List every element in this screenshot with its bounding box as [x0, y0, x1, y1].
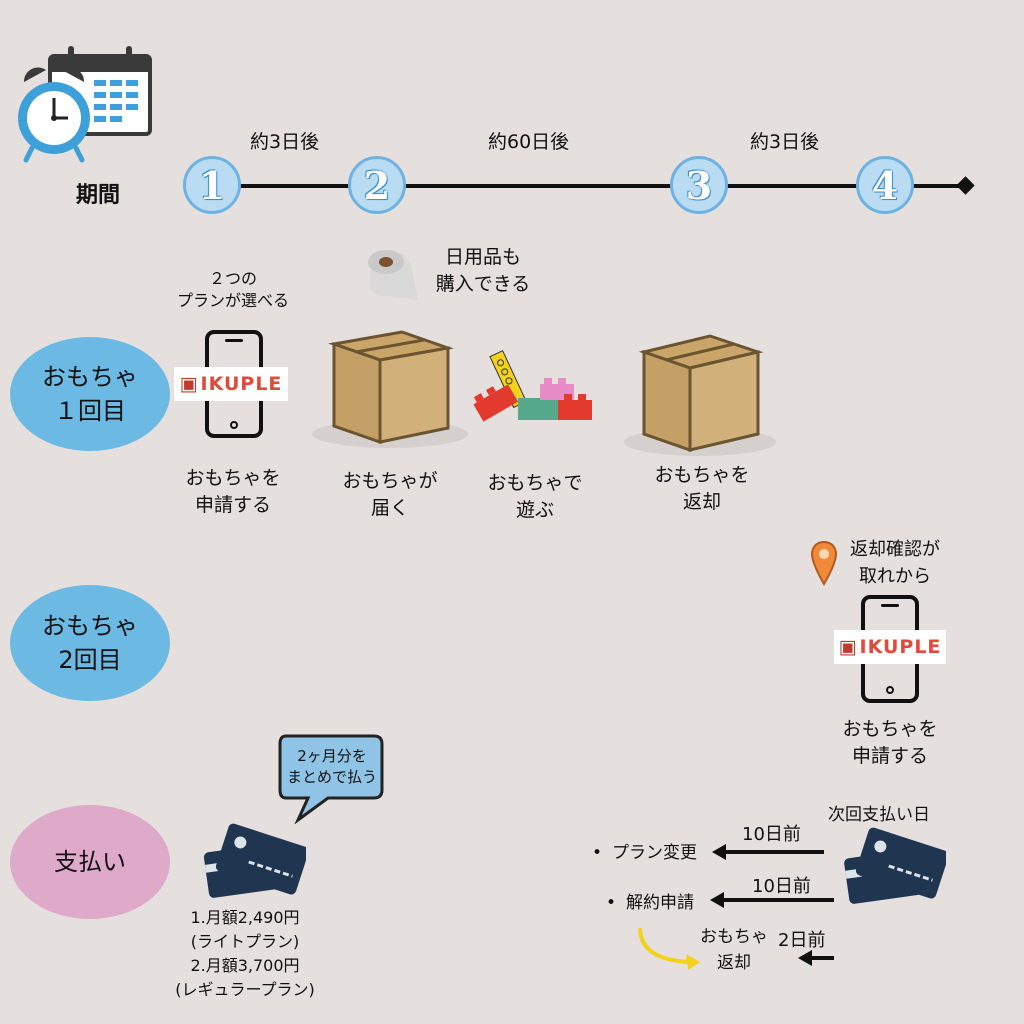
deadline-days: 10日前 — [742, 824, 801, 845]
deadline-plan-change: プラン変更 — [592, 838, 697, 863]
step-1-marker: 1 — [183, 156, 241, 214]
deadline-days: 2日前 — [778, 930, 826, 951]
curved-arrow-icon — [638, 928, 700, 970]
toy-round-2-oval: おもちゃ 2回目 — [10, 585, 170, 701]
toy-round-1-oval: おもちゃ １回目 — [10, 337, 170, 451]
daily-goods-note: 日用品も 購入できる — [435, 246, 531, 295]
logo-mark-icon: ▣ — [838, 636, 858, 658]
payment-bubble-text: 2ヶ月分を まとめで払う — [286, 747, 377, 786]
calendar-clock-icon — [18, 46, 152, 163]
next-payment-day-label: 次回支払い日 — [828, 805, 930, 825]
arrow-left-icon — [798, 950, 834, 966]
step-return-label: おもちゃを 返却 — [654, 464, 750, 513]
credit-card-icon — [203, 823, 306, 898]
step-2-marker: 2 — [348, 156, 406, 214]
return-confirm-note: 返却確認が 取れから — [850, 539, 940, 587]
interval-label: 約3日後 — [250, 131, 320, 153]
step-4-marker: 4 — [856, 156, 914, 214]
step-arrive-label: おもちゃが 届く — [342, 470, 438, 519]
toilet-paper-icon — [368, 250, 418, 300]
step-3-marker: 3 — [670, 156, 728, 214]
ikuple-logo: ▣IKUPLE — [174, 367, 288, 401]
arrow-left-icon — [710, 892, 834, 908]
cardboard-box-icon — [312, 330, 468, 448]
interval-label: 約3日後 — [750, 131, 820, 153]
arrow-left-icon — [712, 844, 824, 860]
payment-oval: 支払い — [10, 805, 170, 919]
step-apply-label: おもちゃを 申請する — [185, 467, 281, 516]
timeline-line — [210, 176, 975, 195]
round2-apply-label: おもちゃを 申請する — [842, 718, 938, 767]
deadline-days: 10日前 — [752, 876, 811, 897]
price-list: 1.月額2,490円 (ライトプラン) 2.月額3,700円 (レギュラープラン… — [175, 908, 315, 999]
deadline-toy-return: おもちゃ 返却 — [700, 927, 768, 973]
speech-bubble — [278, 734, 384, 824]
toy-blocks-icon — [473, 350, 592, 422]
logo-mark-icon: ▣ — [179, 373, 199, 395]
step-play-label: おもちゃで 遊ぶ — [487, 472, 583, 521]
plans-note: ２つの プランが選べる — [176, 269, 289, 310]
ikuple-logo: ▣IKUPLE — [834, 630, 946, 664]
deadline-cancel: 解約申請 — [606, 888, 694, 913]
location-pin-icon — [810, 540, 838, 586]
credit-card-icon — [844, 827, 946, 904]
period-label: 期間 — [76, 183, 121, 208]
interval-label: 約60日後 — [488, 131, 570, 153]
cardboard-box-icon — [624, 334, 776, 456]
